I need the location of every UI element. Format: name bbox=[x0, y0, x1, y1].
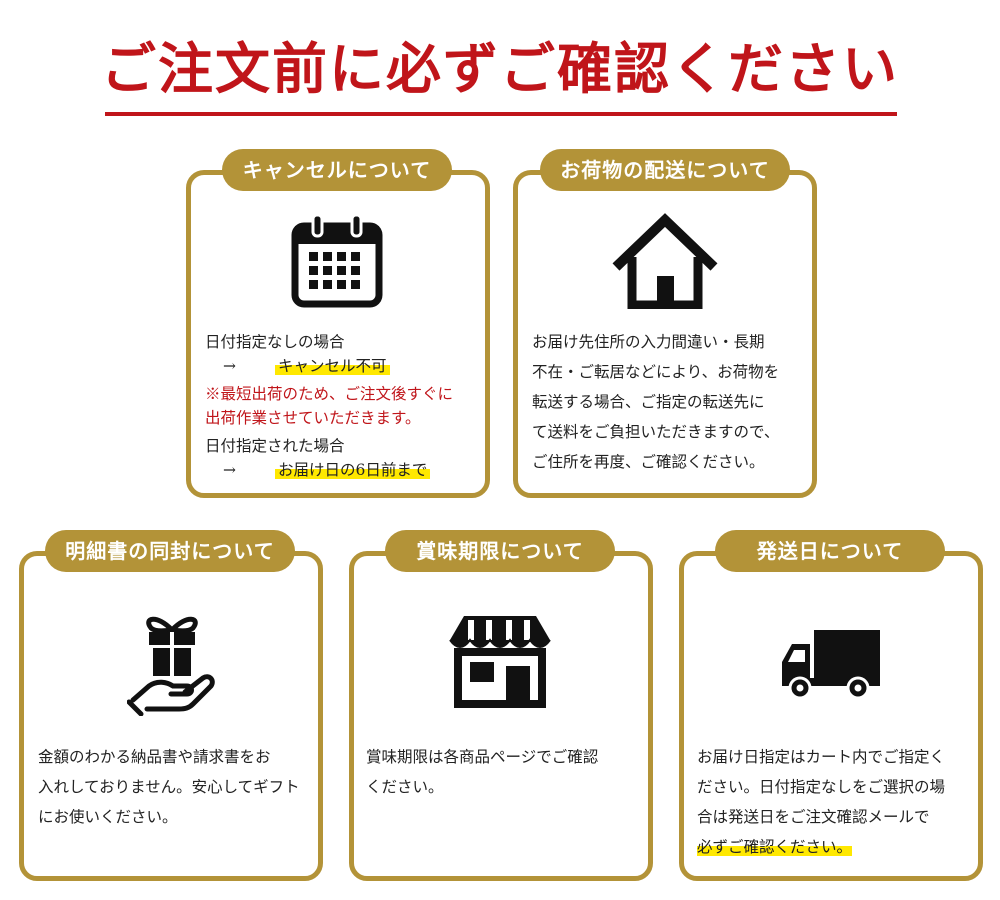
cancel-result-no-date: キャンセル不可 bbox=[275, 357, 390, 375]
delivery-text-line: て送料をご負担いただきますので、 bbox=[532, 423, 780, 441]
cancel-case-no-date: 日付指定なしの場合 bbox=[205, 333, 345, 351]
shipping-card-label: 発送日について bbox=[715, 530, 945, 572]
statement-text-line: 入れしておりません。安心してギフト bbox=[38, 778, 300, 796]
gift-hand-icon bbox=[126, 610, 217, 717]
cancel-result-with-date: お届け日の6日前まで bbox=[275, 461, 431, 479]
expiry-card bbox=[349, 551, 653, 881]
house-icon bbox=[612, 213, 718, 310]
shop-icon bbox=[448, 614, 552, 708]
expiry-card-body: 賞味期限は各商品ページでご確認 ください。 bbox=[366, 742, 598, 802]
arrow-icon: → bbox=[223, 357, 236, 375]
cancel-note-line-2: 出荷作業させていただきます。 bbox=[205, 409, 421, 427]
shipping-text-line: 合は発送日をご注文確認メールで bbox=[697, 808, 930, 826]
calendar-icon bbox=[290, 212, 384, 308]
delivery-card-label: お荷物の配送について bbox=[540, 149, 790, 191]
statement-card-body: 金額のわかる納品書や請求書をお 入れしておりません。安心してギフト にお使いくだ… bbox=[38, 742, 300, 832]
statement-card-label: 明細書の同封について bbox=[45, 530, 295, 572]
delivery-card-body: お届け先住所の入力間違い・長期 不在・ご転居などにより、お荷物を 転送する場合、… bbox=[532, 327, 779, 477]
shipping-text-line: お届け日指定はカート内でご指定く bbox=[697, 748, 946, 766]
expiry-text-line: 賞味期限は各商品ページでご確認 bbox=[366, 748, 599, 766]
page-title: ご注文前に必ずご確認ください bbox=[100, 36, 899, 101]
statement-card bbox=[19, 551, 323, 881]
statement-text-line: にお使いください。 bbox=[38, 808, 178, 826]
arrow-icon: → bbox=[223, 461, 236, 479]
cancel-card-label: キャンセルについて bbox=[222, 149, 452, 191]
shipping-text-line: ださい。日付指定なしをご選択の場 bbox=[697, 778, 946, 796]
cancel-case-with-date: 日付指定された場合 bbox=[205, 437, 345, 455]
statement-text-line: 金額のわかる納品書や請求書をお bbox=[38, 748, 271, 766]
shipping-highlight-text: 必ずご確認ください。 bbox=[697, 838, 853, 856]
cancel-card-body: 日付指定なしの場合 → キャンセル不可 ※最短出荷のため、ご注文後すぐに 出荷作業… bbox=[205, 330, 453, 482]
shipping-card-body: お届け日指定はカート内でご指定く ださい。日付指定なしをご選択の場 合は発送日を… bbox=[697, 742, 945, 862]
delivery-text-line: 不在・ご転居などにより、お荷物を bbox=[532, 363, 780, 381]
delivery-text-line: お届け先住所の入力間違い・長期 bbox=[532, 333, 765, 351]
cancel-note-line-1: ※最短出荷のため、ご注文後すぐに bbox=[205, 385, 454, 403]
expiry-card-label: 賞味期限について bbox=[385, 530, 615, 572]
truck-icon bbox=[780, 628, 882, 700]
title-underline bbox=[105, 112, 897, 116]
delivery-text-line: ご住所を再度、ご確認ください。 bbox=[532, 453, 765, 471]
delivery-text-line: 転送する場合、ご指定の転送先に bbox=[532, 393, 765, 411]
expiry-text-line: ください。 bbox=[366, 778, 444, 796]
shipping-card bbox=[679, 551, 983, 881]
